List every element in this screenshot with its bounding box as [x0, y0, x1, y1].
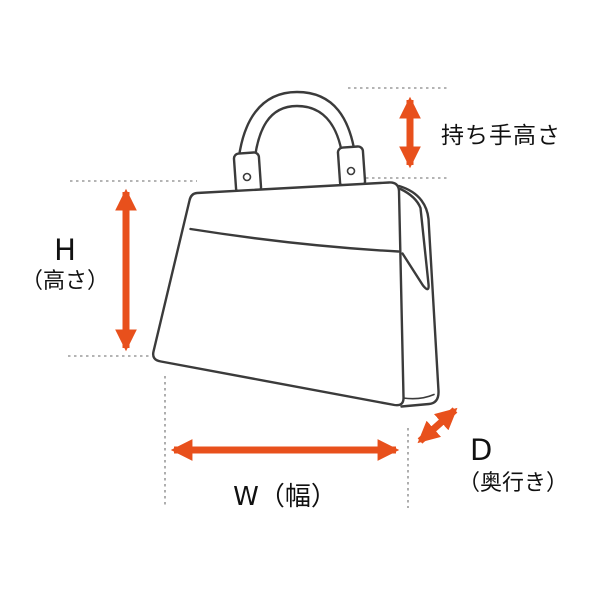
height-label: H （高さ） — [14, 232, 116, 296]
height-name: （高さ） — [20, 269, 109, 295]
bag-front-panel — [151, 181, 405, 407]
handle-height-label: 持ち手高さ — [441, 123, 561, 149]
bag-flap-front-edge — [189, 227, 400, 253]
bag-handle-inner — [251, 104, 346, 182]
bag-handle-outer — [235, 90, 359, 182]
bag-side-bottom-seam — [402, 393, 435, 400]
depth-label: D （奥行き） — [458, 432, 568, 498]
depth-letter: D — [470, 433, 493, 467]
rivet-right — [346, 166, 356, 176]
depth-arrow — [417, 407, 458, 444]
height-letter: H — [54, 233, 76, 267]
bag-side-panel — [397, 184, 440, 408]
width-label: W（幅） — [233, 482, 337, 512]
bag-flap-side-edge — [399, 187, 430, 291]
depth-name: （奥行き） — [458, 470, 569, 496]
rivet-left — [242, 172, 252, 182]
